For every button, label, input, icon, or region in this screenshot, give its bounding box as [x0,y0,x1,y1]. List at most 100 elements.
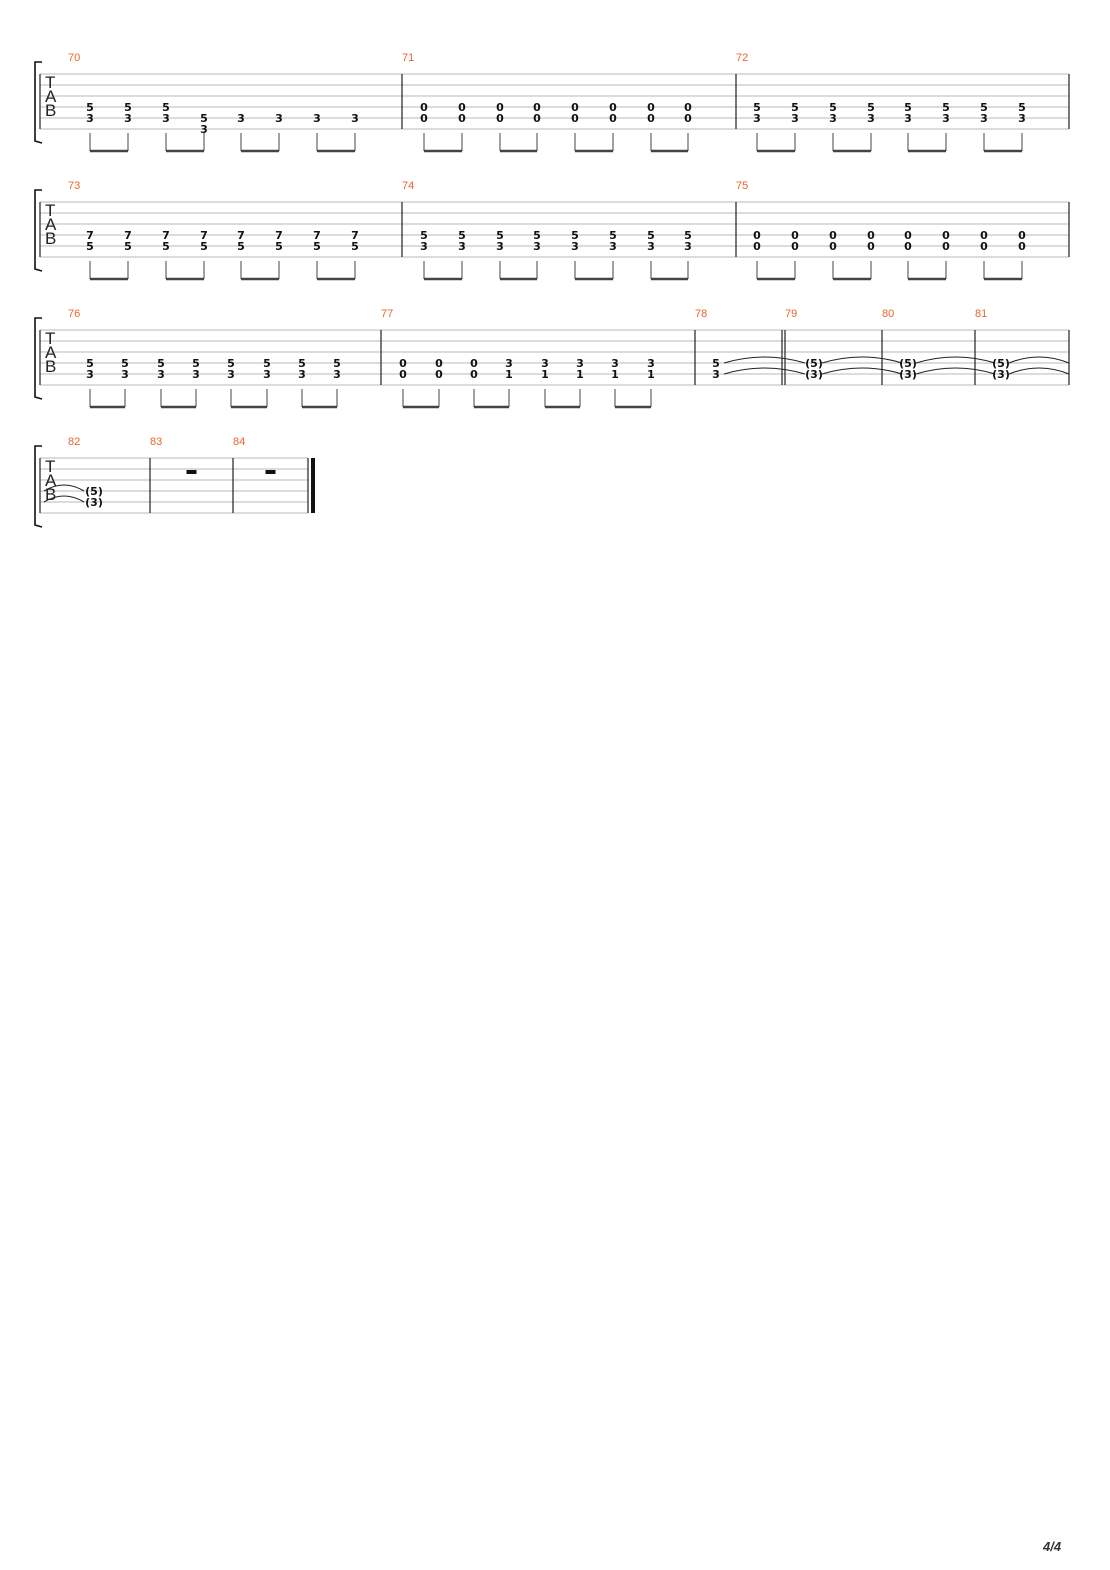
fret-number: 5 [571,229,579,242]
measure-number: 75 [736,180,748,192]
fret-number: 3 [712,368,720,381]
system-bracket [34,445,43,528]
fret-number: 3 [1018,112,1026,125]
measure-number: 74 [402,180,414,192]
fret-number: 3 [162,112,170,125]
measure-number: 78 [695,308,707,320]
fret-number: 3 [458,240,466,253]
fret-number: 0 [904,229,912,242]
tab-clef-letter: B [45,229,56,248]
fret-number: 5 [1018,101,1026,114]
fret-number: 5 [121,357,129,370]
fret-number: 5 [157,357,165,370]
fret-number: 0 [1018,229,1026,242]
fret-number: 5 [420,229,428,242]
fret-number: 0 [867,240,875,253]
measure-number: 76 [68,308,80,320]
fret-number: 7 [124,229,132,242]
fret-number: 3 [351,112,359,125]
fret-number: 3 [275,112,283,125]
fret-number: 0 [571,112,579,125]
fret-number: 0 [470,357,478,370]
tab-system: TAB7653535353535353537700000031313131317… [34,308,1070,409]
tab-clef-letter: A [45,471,57,490]
fret-number: 0 [942,240,950,253]
fret-number: 5 [684,229,692,242]
fret-number: 3 [647,357,655,370]
fret-number: 0 [867,229,875,242]
fret-number: 3 [121,368,129,381]
system-bracket [34,317,43,400]
fret-number: 0 [533,112,541,125]
fret-number: 5 [904,101,912,114]
fret-number: 0 [753,229,761,242]
fret-number: 3 [157,368,165,381]
fret-number: 3 [942,112,950,125]
fret-number: 0 [496,101,504,114]
fret-number: (3) [805,368,823,381]
fret-number: 1 [505,368,513,381]
fret-number: 5 [237,240,245,253]
fret-number: 3 [496,240,504,253]
fret-number: 3 [576,357,584,370]
fret-number: 0 [791,229,799,242]
fret-number: 3 [533,240,541,253]
fret-number: 3 [86,368,94,381]
fret-number: 5 [351,240,359,253]
fret-number: 0 [470,368,478,381]
measure-number: 73 [68,180,80,192]
fret-number: 1 [647,368,655,381]
fret-number: 0 [791,240,799,253]
fret-number: 0 [609,101,617,114]
fret-number: 3 [611,357,619,370]
fret-number: 1 [541,368,549,381]
measure-rest [265,470,276,474]
tie-arc [915,356,996,364]
fret-number: 3 [647,240,655,253]
fret-number: 0 [458,112,466,125]
fret-number: 3 [541,357,549,370]
fret-number: (3) [85,496,103,509]
fret-number: 5 [298,357,306,370]
tie-arc [821,356,903,364]
page-number: 4/4 [1042,1539,1062,1554]
tie-arc [43,495,85,503]
fret-number: 5 [275,240,283,253]
fret-number: 0 [1018,240,1026,253]
fret-number: (5) [85,485,103,498]
fret-number: (3) [899,368,917,381]
fret-number: 0 [980,240,988,253]
fret-number: 7 [162,229,170,242]
fret-number: 0 [435,357,443,370]
tab-clef-letter: A [45,343,57,362]
measure-number: 71 [402,52,414,64]
tab-clef-letter: T [45,329,55,348]
fret-number: 5 [263,357,271,370]
fret-number: 5 [124,101,132,114]
fret-number: 3 [571,240,579,253]
fret-number: 3 [192,368,200,381]
fret-number: 0 [684,101,692,114]
fret-number: 5 [86,101,94,114]
fret-number: 3 [237,112,245,125]
fret-number: 3 [829,112,837,125]
fret-number: 5 [86,357,94,370]
fret-number: 3 [263,368,271,381]
fret-number: 3 [420,240,428,253]
fret-number: 5 [942,101,950,114]
tie-arc [915,367,996,375]
measure-number: 82 [68,436,80,448]
fret-number: 5 [124,240,132,253]
tab-clef-letter: T [45,201,55,220]
fret-number: 3 [609,240,617,253]
fret-number: (5) [899,357,917,370]
fret-number: 5 [829,101,837,114]
fret-number: 7 [275,229,283,242]
fret-number: 0 [420,112,428,125]
tab-clef-letter: B [45,357,56,376]
fret-number: 3 [684,240,692,253]
tab-clef-letter: B [45,101,56,120]
